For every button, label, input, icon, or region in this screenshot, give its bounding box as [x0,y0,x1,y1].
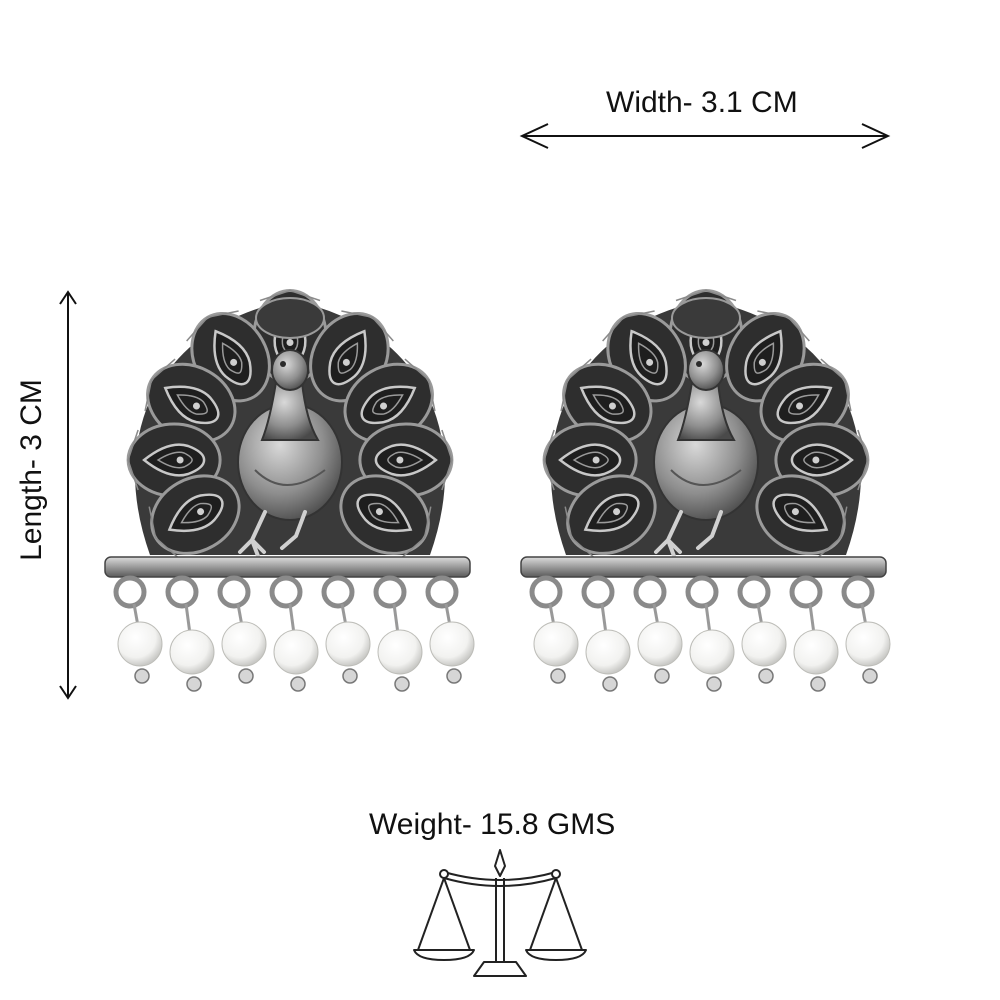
pearl-cap [446,668,462,684]
peacock-neck [260,381,320,441]
jump-ring [789,575,823,609]
pearl-pin [704,603,712,635]
pearl-cap [134,668,150,684]
feather-petal [343,358,436,444]
peacock-leg [654,510,683,558]
peacock-leg [280,510,307,550]
pearl [377,629,423,675]
peacock-leg [696,510,723,550]
jump-ring [269,575,303,609]
pearl [533,621,579,667]
earring-left [104,289,475,692]
wing-line [670,469,742,486]
jump-ring [373,575,407,609]
pearl [793,629,839,675]
pearl [689,629,735,675]
pearl-cap [394,676,410,692]
jump-ring [633,575,667,609]
peacock-crest [671,297,741,339]
pearl-cap [810,676,826,692]
balance-scale-icon [413,849,587,977]
pearl-cap [654,668,670,684]
jump-ring [165,575,199,609]
weight-label: Weight- 15.8 GMS [369,808,616,841]
feather-petal [560,358,653,444]
pearl-cap [602,676,618,692]
pearl [637,621,683,667]
peacock-head [687,349,725,391]
pearl-cap [758,668,774,684]
feather-petal [564,474,657,560]
earring-bar [104,556,471,578]
pearl [429,621,475,667]
feather-petal [148,474,241,560]
earring-right [520,289,891,692]
double-arrow-vertical-icon [59,290,77,700]
feather-petal [759,358,852,444]
pearl-pin [808,603,816,635]
jump-ring [737,575,771,609]
peacock-eye [696,361,702,367]
pearl-cap [550,668,566,684]
jump-ring [113,575,147,609]
pearl [741,621,787,667]
pearl-pin [288,603,296,635]
pearl [273,629,319,675]
pearl-cap [290,676,306,692]
pearl-cap [862,668,878,684]
jump-ring [581,575,615,609]
wing-line [254,469,326,486]
jump-ring [529,575,563,609]
pearl [117,621,163,667]
jump-ring [425,575,459,609]
pearl-pin [600,603,608,635]
pearl [221,621,267,667]
width-label: Width- 3.1 CM [606,86,798,119]
peacock-neck [676,381,736,441]
double-arrow-horizontal-icon [519,123,891,149]
jump-ring [321,575,355,609]
earring-bar [520,556,887,578]
peacock-leg [238,510,267,558]
peacock-head [271,349,309,391]
pearl-cap [186,676,202,692]
pearl-cap [706,676,722,692]
pearl [325,621,371,667]
jump-ring [217,575,251,609]
feather-petal [755,474,848,560]
pearl [585,629,631,675]
pearl-pin [392,603,400,635]
peacock-crest [255,297,325,339]
pearl-pin [184,603,192,635]
pearl-cap [342,668,358,684]
pearl [845,621,891,667]
jump-ring [841,575,875,609]
peacock-eye [280,361,286,367]
feather-petal [339,474,432,560]
jump-ring [685,575,719,609]
pearl-cap [238,668,254,684]
pearl [169,629,215,675]
